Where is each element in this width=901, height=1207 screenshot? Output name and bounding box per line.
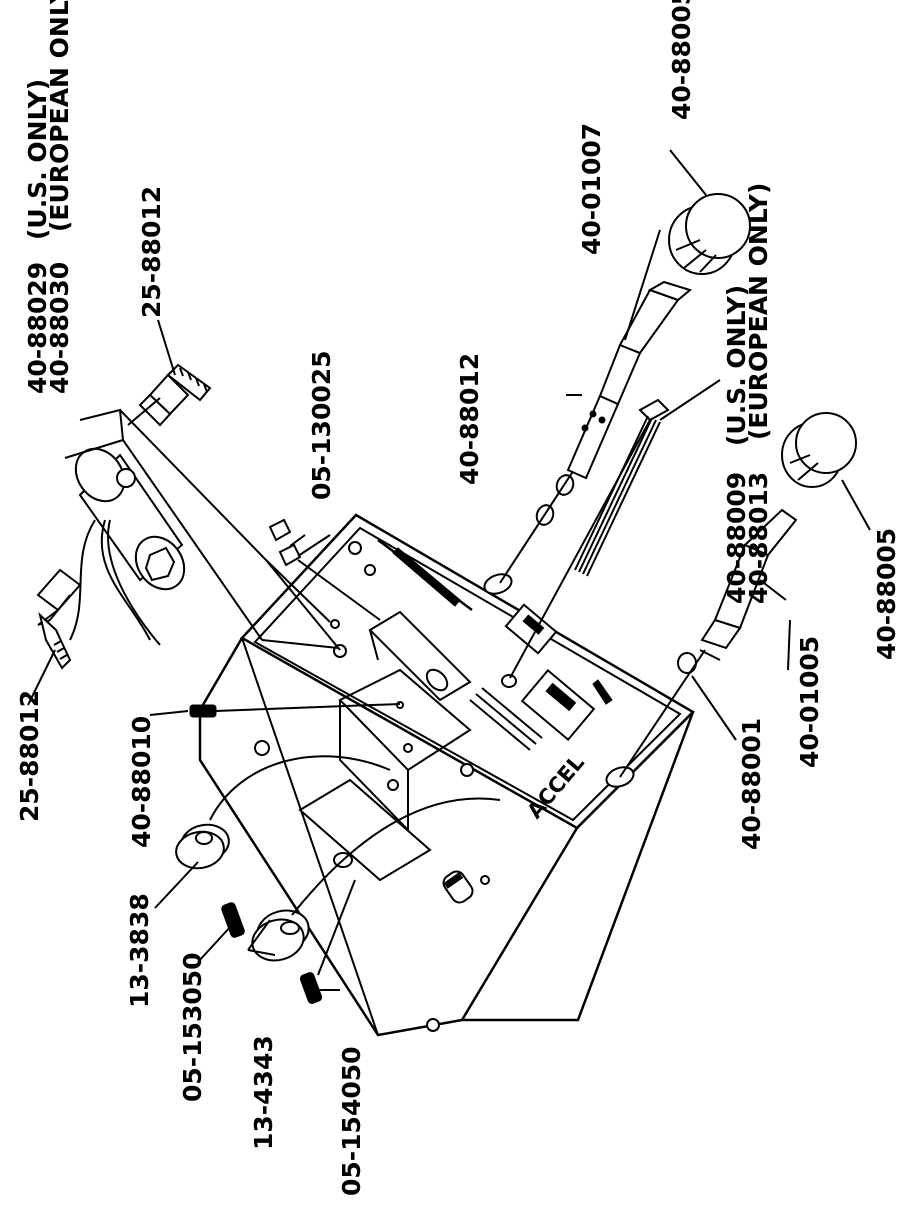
label-05-130025: 05-130025 — [307, 350, 336, 500]
label-40-01007: 40-01007 — [577, 123, 606, 255]
oring-40-88001 — [619, 649, 737, 778]
label-40-88030: 40-88030 — [45, 262, 74, 394]
set-screw-05-154050 — [299, 879, 356, 1004]
label-25-88012-top: 25-88012 — [137, 186, 166, 318]
elbow-fitting-left — [36, 568, 82, 670]
cap-40-88005-top — [668, 149, 751, 275]
screws-05-130025 — [268, 518, 381, 621]
label-40-88030-note: (EUROPEAN ONLY) — [45, 0, 74, 232]
label-40-88013: 40-88013 — [744, 472, 773, 604]
label-40-88005-bottom: 40-88005 — [872, 528, 901, 660]
brand-label: ACCEL — [522, 750, 588, 823]
enclosure-box: ACCEL — [198, 513, 696, 1037]
cartridge-40-01007 — [566, 229, 693, 480]
label-13-4343: 13-4343 — [249, 1035, 278, 1150]
label-05-153050: 05-153050 — [178, 952, 207, 1102]
set-screw-40-88010 — [189, 703, 401, 718]
label-05-154050: 05-154050 — [337, 1046, 366, 1196]
leader-lines — [27, 319, 791, 991]
collar-13-3838 — [175, 755, 391, 870]
label-40-88009: 40-88009 — [722, 472, 751, 604]
label-40-88010: 40-88010 — [127, 716, 156, 848]
label-40-88005-top: 40-88005 — [667, 0, 696, 120]
elbow-fitting-top — [127, 363, 212, 427]
label-40-88012: 40-88012 — [455, 353, 484, 485]
solenoid-valve — [64, 408, 341, 651]
label-40-88013-note: (EUROPEAN ONLY) — [744, 183, 773, 440]
label-40-88009-note: (U.S. ONLY) — [722, 285, 751, 446]
cap-40-88005-bottom — [781, 412, 871, 531]
set-screw-05-153050 — [221, 902, 245, 938]
label-40-88029: 40-88029 — [23, 262, 52, 394]
probe-40-88009 — [509, 379, 721, 679]
label-40-88029-note: (U.S. ONLY) — [23, 79, 52, 240]
label-40-88001: 40-88001 — [737, 718, 766, 850]
label-40-01005: 40-01005 — [795, 636, 824, 768]
label-13-3838: 13-3838 — [125, 893, 154, 1008]
label-25-88012-left: 25-88012 — [15, 690, 44, 822]
